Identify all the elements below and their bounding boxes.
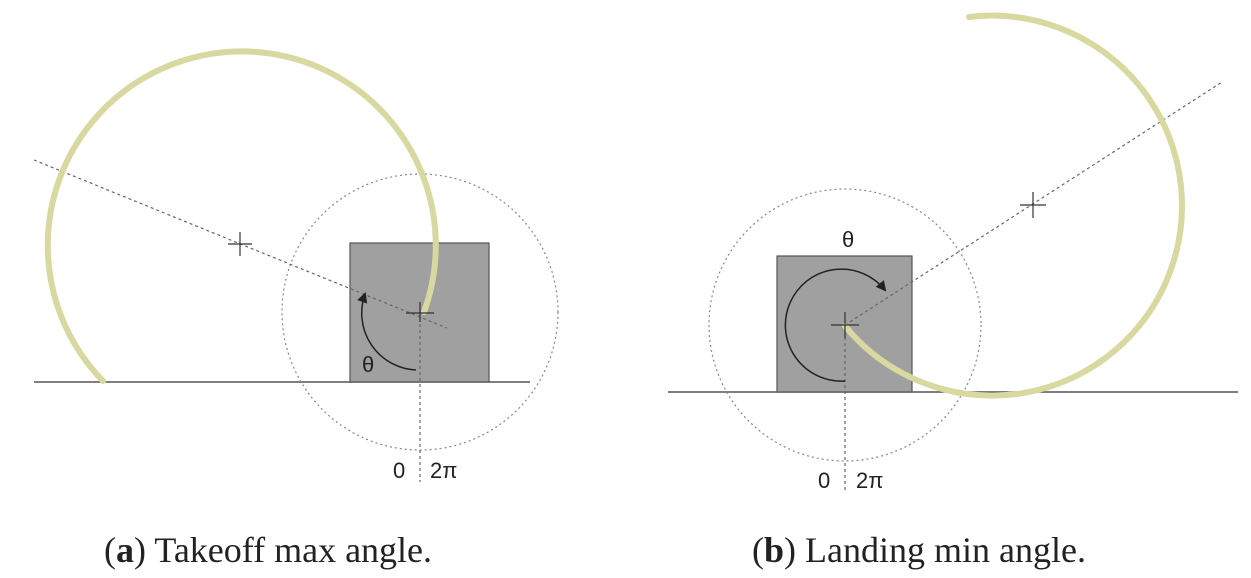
panel-a-pivot-crosshair <box>406 302 434 322</box>
panel-b-trajectory <box>842 12 1185 399</box>
panel-a-center-crosshair <box>228 232 252 256</box>
panel-b-zero-label: 0 <box>818 468 830 493</box>
panel-a-two-pi-label: 2π <box>430 458 457 483</box>
panel-b-theta-label: θ <box>842 227 854 252</box>
panel-b-pivot-crosshair <box>831 312 859 338</box>
panel-b-center-crosshair <box>1020 192 1046 218</box>
panel-a-zero-label: 0 <box>393 458 405 483</box>
panel-b-two-pi-label: 2π <box>856 468 883 493</box>
panel-b: θ 0 2π (b) Landing min angle. <box>668 12 1238 570</box>
panel-a: θ 0 2π (a) Takeoff max angle. <box>33 48 559 570</box>
panel-b-angle-arrow <box>784 268 887 382</box>
panel-b-reach-circle <box>708 188 982 462</box>
panel-a-angle-arrow <box>357 292 417 371</box>
panel-a-theta-label: θ <box>362 352 374 377</box>
panel-a-trajectory <box>44 48 439 384</box>
panel-b-caption: (b) Landing min angle. <box>752 530 1086 570</box>
panel-a-caption: (a) Takeoff max angle. <box>104 530 432 570</box>
